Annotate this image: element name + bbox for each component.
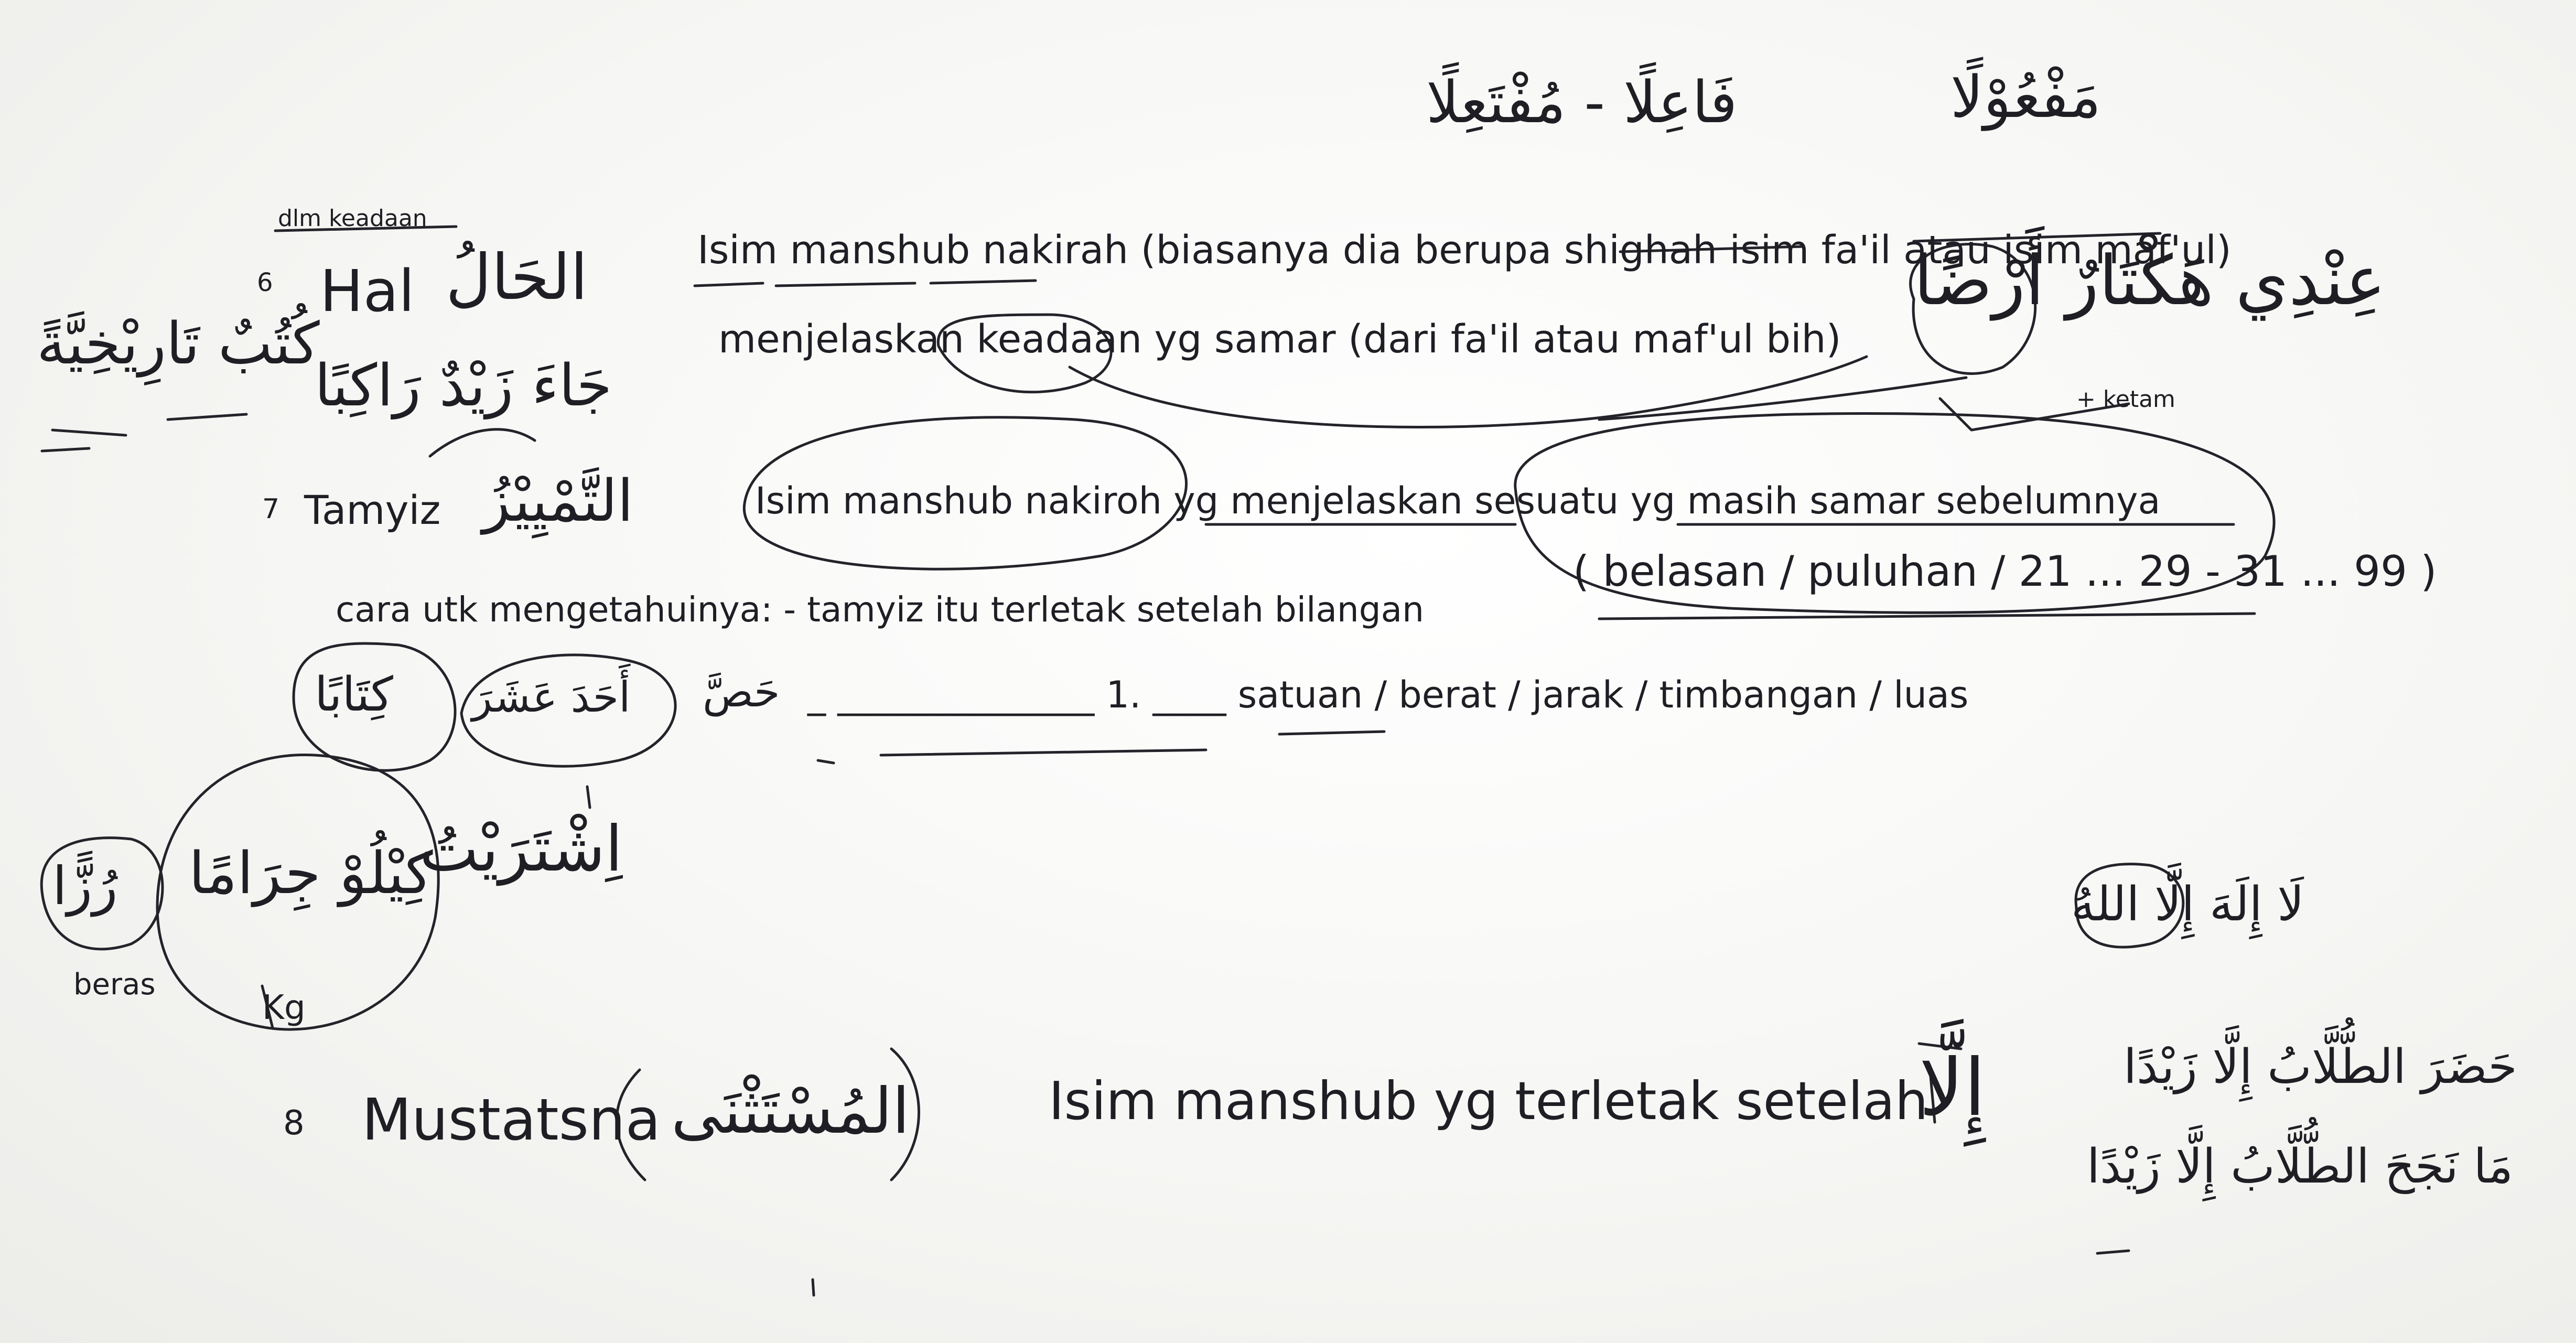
hal-tags: + ketam [2076,386,2175,413]
tamyiz-heading: Tamyiz [304,487,441,533]
measure-underline-3 [1278,730,1386,736]
tamyiz-example-word: كِتَابًا [315,667,393,722]
measure-underline-1 [816,759,835,765]
left-example-underline-2 [166,413,248,421]
tamyiz-howto: cara utk mengetahuinya: - tamyiz itu ter… [336,589,1424,630]
tamyiz-example-rice: رُزًّا [52,855,118,917]
hal-definition-1: Isim manshub nakirah (biasanya dia berup… [697,228,2232,273]
hal-number: 6 [257,268,273,297]
tamyiz-numbers: ( belasan / puluhan / 21 ... 29 - 31 ...… [1573,547,2437,596]
underline-manshub [774,282,917,287]
hal-note: dlm keadaan [278,205,427,232]
tamyiz-example-kilo: كِيْلُوْ جِرَامًا [189,840,433,907]
hal-example-2: عِنْدِي هَكْتَارٌ أَرْضًا [1914,241,2386,320]
ex-underline [2096,1249,2130,1255]
left-example-underline [51,428,127,437]
tamyiz-definition: Isim manshub nakiroh yg menjelaskan sesu… [755,479,2161,522]
measure-underline-2 [879,748,1208,757]
small-tick [811,1278,815,1297]
mustatsna-particle: إِلَّا [1919,1043,1986,1134]
mustatsna-heading-arabic: المُسْتَثْنَى [671,1075,910,1148]
tamyiz-label-kg: Kg [262,989,306,1027]
hal-example-left: كُتُبٌ تَارِيْخِيَّةً [37,310,320,377]
underline-nakirah [929,279,1037,285]
hal-heading: Hal [320,257,415,325]
mustatsna-definition: Isim manshub yg terletak setelah [1049,1070,1928,1132]
mustatsna-heading: Mustatsna [362,1086,661,1153]
left-fraction-bar [40,447,91,453]
mustatsna-example-2: مَا نَجَحَ الطُّلَّابُ إِلَّا زَيْدًا [2087,1139,2514,1194]
top-faila-mutaalan: فَاعِلًا - مُفْتَعِلًا [1426,69,1738,136]
curve-faul-bih [1598,376,1968,421]
tamyiz-heading-arabic: التَّمْيِيْزُ [482,467,633,534]
tamyiz-example-number: أَحَدَ عَشَرَ [472,673,631,722]
hal-definition-2: menjelaskan keadaan yg samar (dari fa'il… [718,317,1841,362]
tick-mark [586,785,591,809]
tamyiz-label-rice: beras [73,968,156,1002]
tamyiz-measure-line: _ ______________ 1. ____ satuan / berat … [807,673,1969,716]
underline-bilangan [1598,612,2256,620]
top-maful: مَفْعُوْلًا [1950,63,2101,131]
tamyiz-example-buy: اِشْتَرَيْتُ [419,813,623,886]
tamyiz-example-plural: حَصَّ [703,668,780,716]
mustatsna-example-tahlil: لَا إِلَهَ إِلَّا اللهُ [2071,877,2304,932]
mustatsna-example-1: حَضَرَ الطُّلَّابُ إِلَّا زَيْدًا [2124,1039,2517,1094]
tamyiz-number: 7 [262,493,280,525]
hal-example-1: جَاءَ زَيْدٌ رَاكِبًا [315,352,612,419]
hal-heading-arabic: الحَالُ [446,241,588,314]
mustatsna-number: 8 [283,1104,305,1143]
underline-isim [693,282,764,287]
arrow-hal-example [428,428,536,458]
arrow-keadaan-to-example [1068,355,1868,428]
